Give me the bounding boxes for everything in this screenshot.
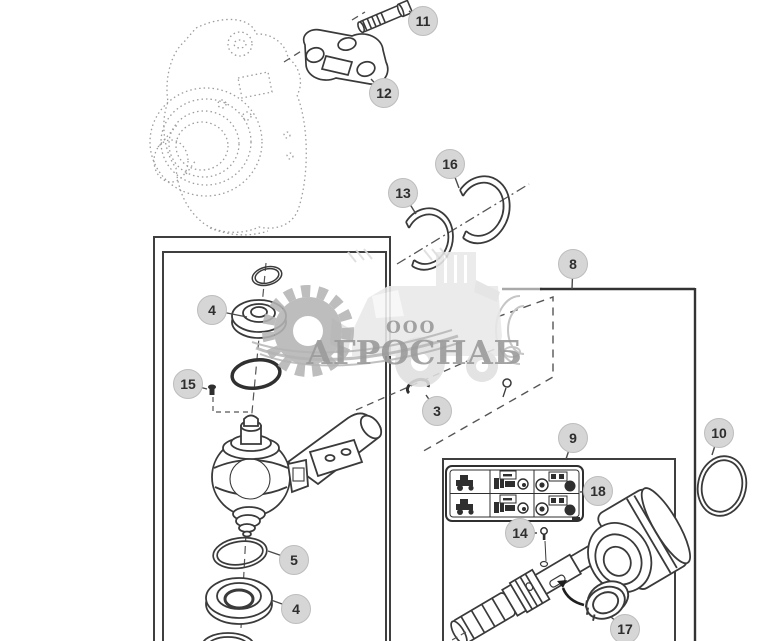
ring-bottom-partial: [202, 632, 254, 641]
clamp-yoke-part: [302, 28, 389, 85]
hub-screw-small: [502, 378, 512, 398]
snap-ring-axis: [396, 183, 530, 265]
callout-12-5[interactable]: 12: [369, 78, 399, 108]
callout-13-6[interactable]: 13: [388, 178, 418, 208]
knuckle-ball-joint-part: [211, 412, 383, 538]
cv-joint-cup-part: [587, 487, 691, 593]
grease-pin-part: [539, 527, 549, 568]
callout-9-10[interactable]: 9: [558, 423, 588, 453]
callout-18-12[interactable]: 18: [583, 476, 613, 506]
thrust-washer-top: [251, 265, 283, 287]
left-subassembly-box: [153, 236, 391, 641]
bearing-lower-part: [205, 577, 273, 625]
decal-row-2: [456, 494, 576, 516]
callout-10-11[interactable]: 10: [704, 418, 734, 448]
callout-3-9[interactable]: 3: [422, 396, 452, 426]
mounting-location-dashed-outline: [419, 296, 554, 454]
install-direction-arrow: [557, 580, 585, 607]
shaft-axis-dash: [449, 631, 467, 641]
callout-5-2[interactable]: 5: [279, 545, 309, 575]
o-ring-10-part: [696, 455, 748, 517]
callout-4-3[interactable]: 4: [281, 594, 311, 624]
callout-4-0[interactable]: 4: [197, 295, 227, 325]
callout-17-14[interactable]: 17: [610, 614, 640, 641]
o-ring-part: [212, 536, 268, 570]
decal-row-1: [456, 470, 576, 492]
axle-housing-phantom-drawing: [149, 18, 307, 236]
snap-ring-16: [459, 175, 511, 245]
callout-14-13[interactable]: 14: [505, 518, 535, 548]
callout-16-7[interactable]: 16: [435, 149, 465, 179]
seal-collar-part: [584, 580, 630, 621]
bleed-screw-part: [208, 384, 249, 413]
big-subassembly-box: [502, 287, 697, 641]
callout-8-8[interactable]: 8: [558, 249, 588, 279]
callout-11-4[interactable]: 11: [408, 6, 438, 36]
assembly-dash-leaders-top: [283, 11, 366, 63]
callout-15-1[interactable]: 15: [173, 369, 203, 399]
